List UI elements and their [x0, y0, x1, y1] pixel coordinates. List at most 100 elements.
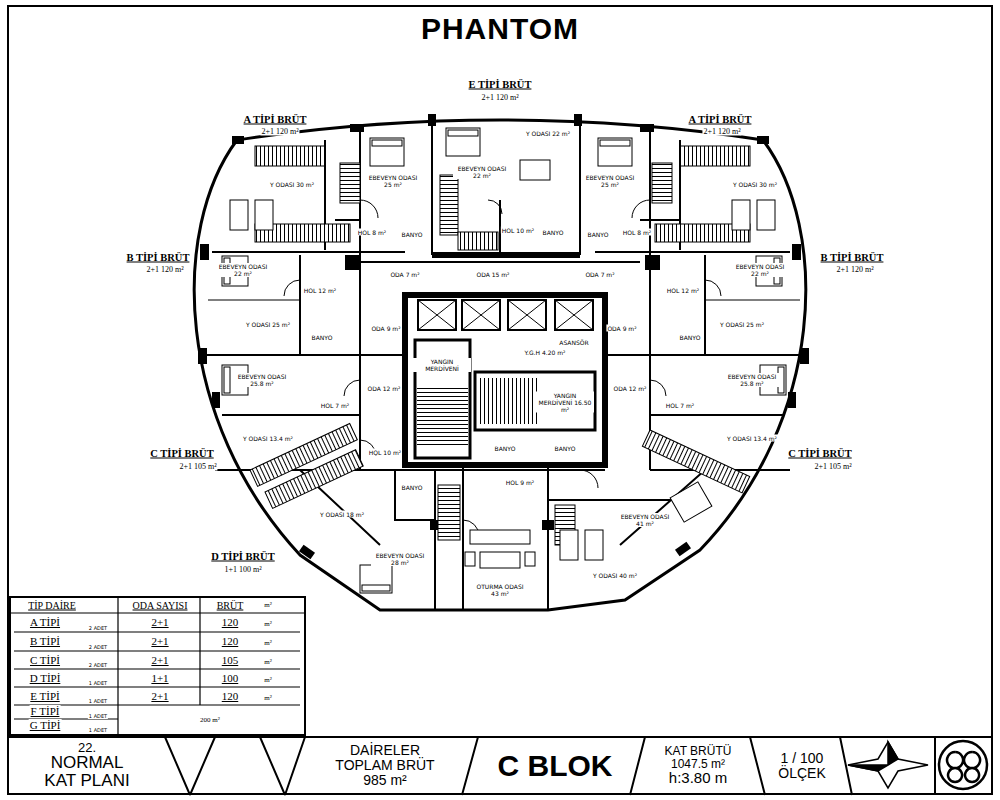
- room-label: Y ODASI 18 m²: [319, 511, 365, 518]
- table-header: TİP DAİRE: [27, 600, 77, 611]
- room-label: BANYO: [542, 229, 565, 236]
- apartment-area: 2+1 120 m²: [702, 127, 741, 136]
- room-label: HOL 8 m²: [357, 229, 387, 236]
- room-label: OTURMA ODASI 43 m²: [471, 583, 529, 597]
- title-block-cell: 22.NORMAL KAT PLANI: [12, 739, 162, 792]
- table-cell: 2+1: [150, 654, 169, 666]
- title-block-text: 22.: [78, 741, 96, 755]
- table-cell: F TİPİ: [30, 705, 61, 717]
- title-block-cell: KAT BRÜTÜ1047.5 m²h:3.80 m: [650, 739, 746, 792]
- table-header: ODA SAYISI: [132, 600, 189, 611]
- title-block-text: 1047.5 m²: [671, 758, 725, 771]
- title-block-text: KAT BRÜTÜ: [665, 745, 732, 758]
- apartment-area: 2+1 105 m²: [813, 462, 852, 471]
- unit-count: 2 ADET: [88, 644, 108, 650]
- table-cell: 1+1: [150, 672, 169, 684]
- room-label: ODA 7 m²: [389, 271, 420, 278]
- table-cell: 120: [221, 690, 240, 702]
- room-label: HOL 8 m²: [622, 229, 652, 236]
- room-label: HOL 7 m²: [320, 402, 350, 409]
- apartment-area: 2+1 120 m²: [260, 127, 299, 136]
- room-label: Y ODASI 40 m²: [592, 572, 638, 579]
- table-cell: m²: [263, 639, 273, 647]
- table-cell: 120: [221, 616, 240, 628]
- table-cell: 2+1: [150, 635, 169, 647]
- table-cell: C TİPİ: [29, 654, 61, 666]
- room-label: HOL 12 m²: [666, 287, 700, 294]
- unit-count: 2 ADET: [88, 625, 108, 631]
- room-label: ODA 9 m²: [370, 325, 401, 332]
- room-label: BANYO: [401, 484, 424, 491]
- apartment-type: A TİPİ BRÜT: [243, 114, 308, 125]
- room-label: EBEVEYN ODASI 25.8 m²: [723, 373, 781, 387]
- apartment-area: 2+1 120 m²: [145, 265, 184, 274]
- room-label: Y ODASI 13.4 m²: [726, 435, 778, 442]
- room-label: HOL 9 m²: [505, 479, 535, 486]
- room-label: HOL 10 m²: [501, 227, 535, 234]
- room-label: ODA 12 m²: [612, 385, 647, 392]
- room-label: EBEVEYN ODASI 22 m²: [731, 263, 789, 277]
- room-label: BANYO: [311, 334, 334, 341]
- apartment-type: C TİPİ BRÜT: [787, 448, 852, 459]
- room-label: Y ODASI 30 m²: [269, 181, 315, 188]
- room-label: BANYO: [554, 445, 577, 452]
- table-cell: B TİPİ: [29, 635, 61, 647]
- room-label: Y ODASI 13.4 m²: [242, 435, 294, 442]
- unit-count: 2 ADET: [88, 662, 108, 668]
- room-label: BANYO: [587, 231, 610, 238]
- apartment-type: E TİPİ BRÜT: [468, 79, 533, 90]
- apartment-type: B TİPİ BRÜT: [820, 252, 885, 263]
- table-cell: 200 m²: [199, 716, 221, 724]
- room-label: YANGIN MERDİVENİ: [413, 358, 471, 372]
- apartment-area: 2+1 105 m²: [178, 462, 217, 471]
- table-cell: E TİPİ: [29, 690, 60, 702]
- room-label: EBEVEYN ODASI 41 m²: [616, 513, 674, 527]
- title-block-cell: C BLOK: [482, 739, 628, 792]
- room-label: ODA 12 m²: [366, 385, 401, 392]
- room-label: Y ODASI 30 m²: [732, 181, 778, 188]
- room-label: EBEVEYN ODASI 25 m²: [364, 174, 422, 188]
- room-label: ODA 7 m²: [584, 271, 615, 278]
- title-block-text: ÖLÇEK: [778, 766, 825, 781]
- table-cell: 2+1: [150, 616, 169, 628]
- unit-count: 1 ADET: [88, 698, 108, 704]
- apartment-area: 1+1 100 m²: [223, 565, 262, 574]
- room-label: Y ODASI 25 m²: [245, 321, 291, 328]
- room-label: HOL 12 m²: [303, 287, 337, 294]
- table-header: BRÜT: [216, 600, 245, 611]
- table-cell: 2+1: [150, 690, 169, 702]
- room-label: ODA 9 m²: [606, 325, 637, 332]
- room-label: Y ODASI 25 m²: [719, 321, 765, 328]
- room-label: EBEVEYN ODASI 22 m²: [214, 263, 272, 277]
- table-cell: A TİPİ: [29, 616, 61, 628]
- room-label: BANYO: [494, 445, 517, 452]
- table-cell: m²: [263, 694, 273, 702]
- room-label: EBEVEYN ODASI 22 m²: [453, 165, 511, 179]
- room-label: EBEVEYN ODASI 25.8 m²: [233, 373, 291, 387]
- room-label: EBEVEYN ODASI 25 m²: [581, 174, 639, 188]
- table-cell: m²: [263, 658, 273, 666]
- title-block-text: 1 / 100: [781, 751, 824, 766]
- room-label: Y.G.H 4.20 m²: [524, 349, 567, 356]
- table-cell: m²: [263, 676, 273, 684]
- room-label: BANYO: [401, 231, 424, 238]
- apartment-type: C TİPİ BRÜT: [149, 448, 214, 459]
- table-cell: 120: [221, 635, 240, 647]
- unit-count: 1 ADET: [88, 680, 108, 686]
- title-block-text: NORMAL KAT PLANI: [37, 754, 137, 790]
- room-label: EBEVEYN ODASI 28 m²: [371, 552, 429, 566]
- title-block-text: C BLOK: [498, 750, 613, 782]
- unit-count: 1 ADET: [88, 727, 108, 733]
- table-cell: D TİPİ: [29, 672, 62, 684]
- unit-count: 1 ADET: [88, 713, 108, 719]
- table-cell: 100: [221, 672, 240, 684]
- table-cell: m²: [263, 620, 273, 628]
- title-block-text: DAİRELER TOPLAM BRÜT: [325, 743, 445, 772]
- title-block-text: h:3.80 m: [669, 770, 727, 786]
- apartment-type: A TİPİ BRÜT: [688, 114, 753, 125]
- room-label: ASANSÖR: [558, 339, 589, 346]
- title-block-text: 985 m²: [363, 773, 407, 788]
- table-cell: m²: [263, 601, 273, 609]
- apartment-area: 2+1 120 m²: [835, 265, 874, 274]
- title-block-cell: 1 / 100ÖLÇEK: [766, 739, 838, 792]
